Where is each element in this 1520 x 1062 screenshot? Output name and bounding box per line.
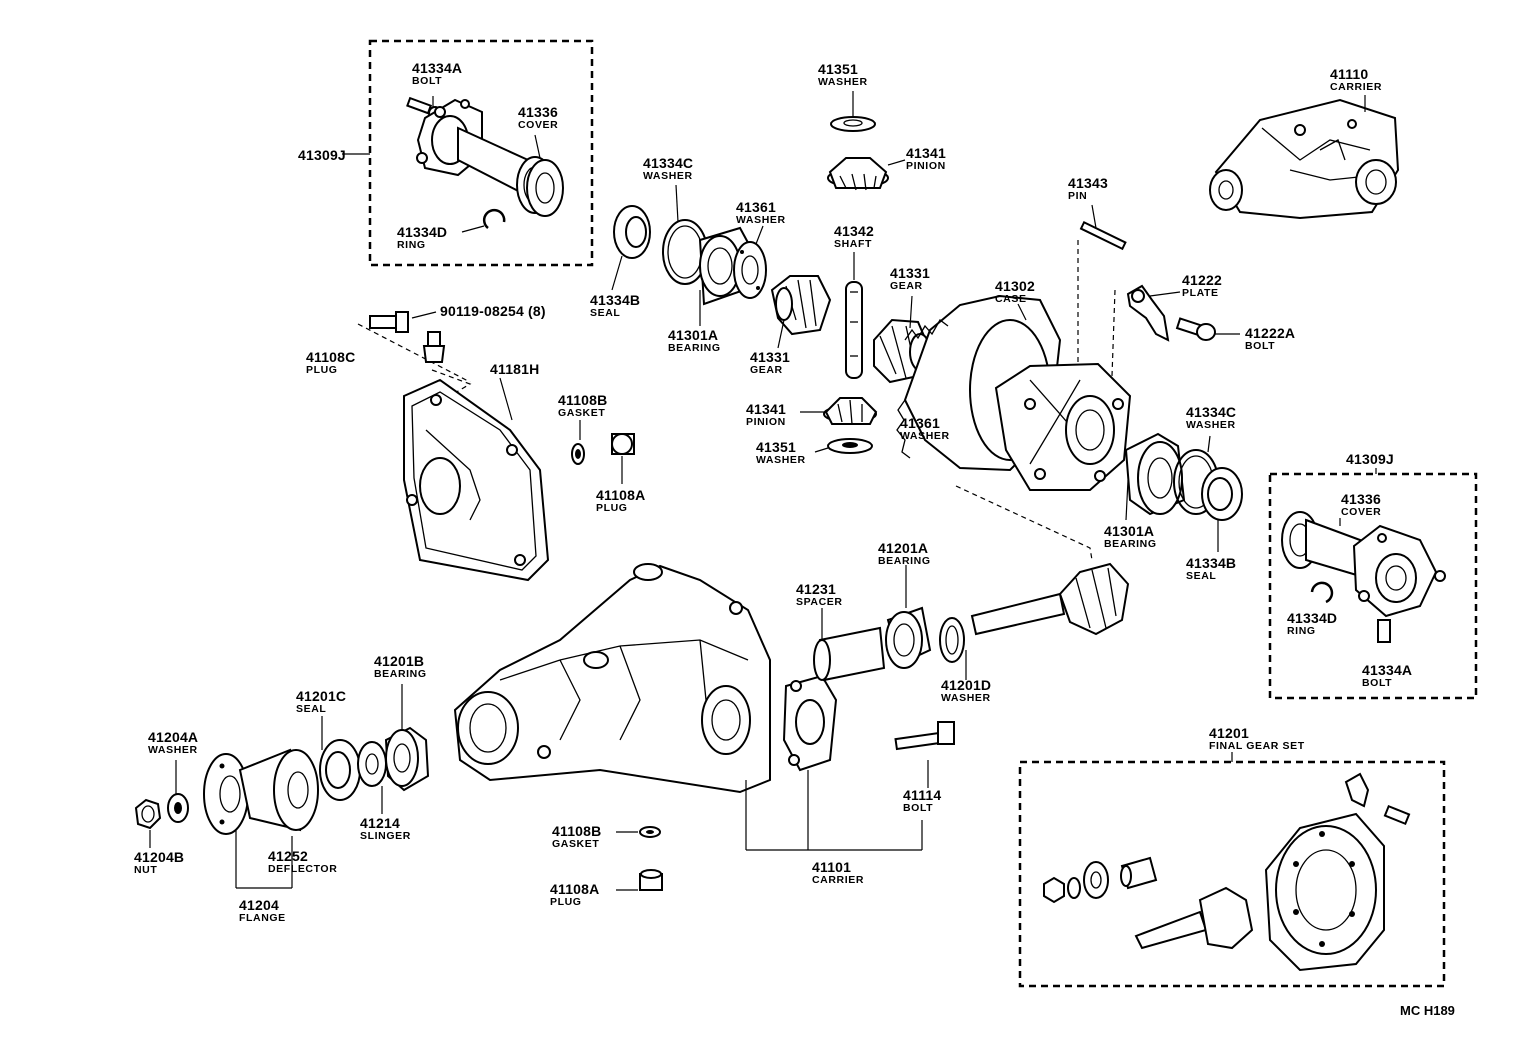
part-41110-carrier-assembly	[1209, 95, 1400, 220]
part-41361-washer-left	[733, 225, 767, 299]
part-41343-pin	[1077, 204, 1127, 388]
group-box-41309j-right	[1268, 472, 1478, 700]
diagram-code: MC H189	[1400, 1003, 1455, 1018]
part-41181h-cover	[403, 377, 550, 582]
part-41222-plate	[1111, 284, 1181, 377]
part-41204a-washer	[167, 760, 189, 823]
part-41108b-gasket-bottom	[616, 826, 661, 838]
part-41108b-gasket-top	[571, 420, 585, 465]
part-41231-spacer	[813, 608, 886, 682]
part-41201a-bearing	[885, 565, 932, 669]
part-41201b-bearing	[384, 684, 430, 792]
part-41101-carrier-housing	[453, 563, 771, 850]
part-41301a-bearing-left	[698, 226, 754, 326]
callout-41181h-cover: 41181H	[490, 361, 540, 377]
part-41222a-bolt	[1175, 317, 1240, 341]
part-41342-shaft	[845, 252, 863, 379]
part-41201-final-gear-set	[1043, 752, 1411, 972]
part-41309j-cover-assembly-right	[1281, 468, 1446, 643]
part-41201d-washer	[939, 617, 967, 680]
callout-41309j-right: 41309J	[1346, 451, 1394, 467]
part-41201-drive-pinion	[970, 562, 1130, 636]
part-41351-washer-bottom	[814, 438, 873, 454]
part-90119-bolt	[357, 311, 471, 383]
part-41351-washer-top	[830, 91, 876, 132]
part-41301a-bearing-right	[1124, 432, 1186, 521]
part-41309j-cover-assembly-left	[342, 96, 564, 233]
part-41201c-seal	[319, 716, 361, 801]
group-box-41309j-left	[368, 39, 594, 267]
part-41204-flange	[203, 748, 319, 889]
part-41302-differential-case	[896, 294, 1132, 561]
part-41108c-plug	[422, 331, 472, 403]
part-41114-bolt	[894, 721, 955, 788]
part-41334b-seal-right	[1201, 467, 1243, 552]
part-41108a-plug-top	[611, 433, 635, 484]
part-41331-gear-left	[770, 275, 832, 349]
part-41334b-seal-left	[611, 205, 651, 291]
part-41204b-nut	[134, 798, 162, 848]
callout-41309j-left: 41309J	[298, 147, 346, 163]
part-41341-pinion-bottom	[800, 397, 878, 425]
part-41341-pinion-top	[827, 157, 906, 191]
part-41108a-plug-bottom	[616, 869, 663, 891]
callout-90119-08254-bolt: 90119-08254 (8)	[440, 303, 546, 319]
